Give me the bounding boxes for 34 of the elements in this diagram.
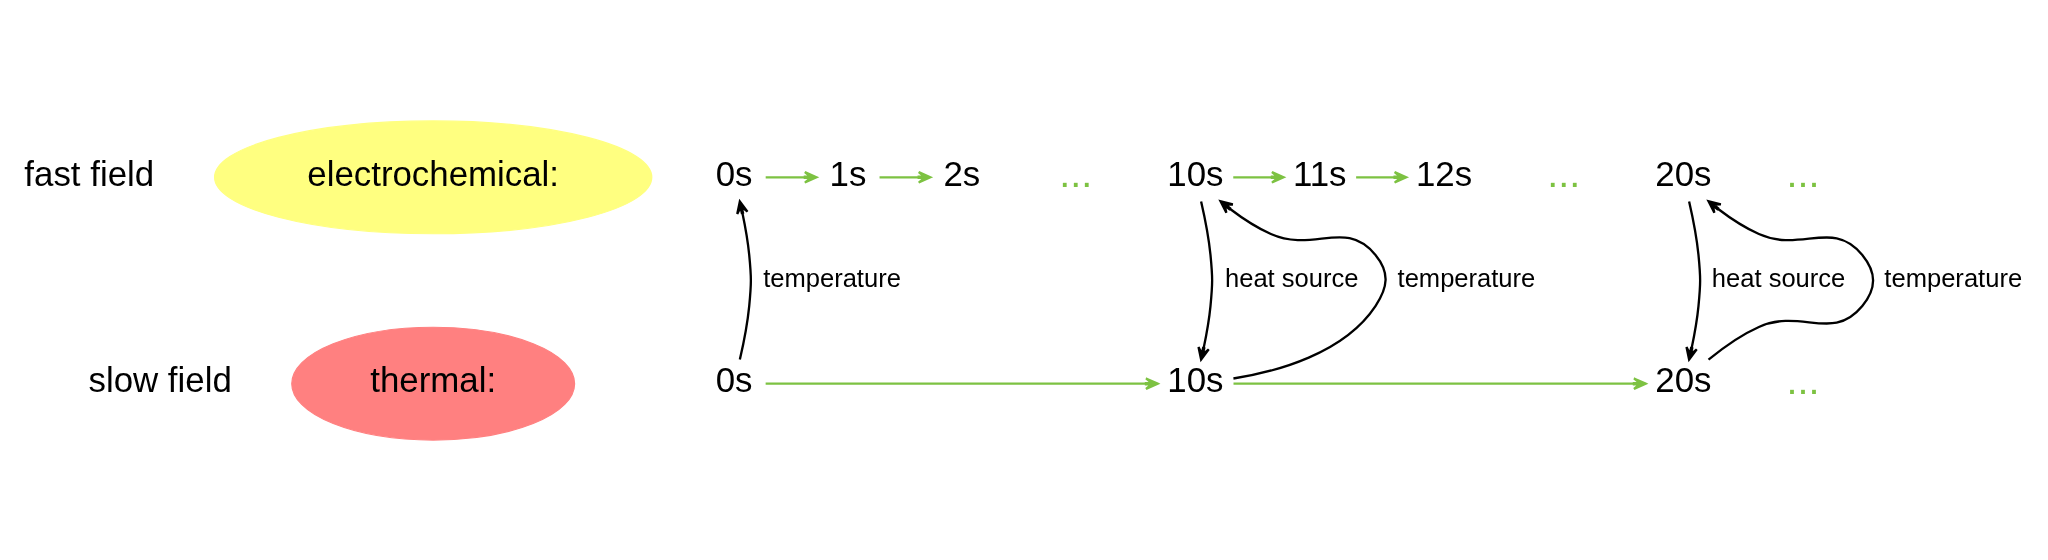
arrow xyxy=(879,170,932,184)
arrow xyxy=(1197,200,1214,361)
arrow xyxy=(765,170,818,184)
edge-label: temperature xyxy=(763,263,901,292)
node-text: 10s xyxy=(1167,359,1224,399)
arrow xyxy=(1356,170,1408,184)
node-text: 10s xyxy=(1167,153,1224,193)
node-ellipse: electrochemical: xyxy=(213,119,653,234)
arrow xyxy=(1685,200,1702,361)
label: ... xyxy=(1786,150,1820,195)
node-text: 11s xyxy=(1292,153,1347,193)
label: ... xyxy=(1059,150,1093,195)
node-text: 20s xyxy=(1655,359,1712,399)
edge-label: temperature xyxy=(1397,263,1536,292)
node-text: 20s xyxy=(1655,153,1712,193)
label: ... xyxy=(1547,150,1581,195)
arrow xyxy=(1219,199,1387,380)
edge-label: heat source xyxy=(1711,263,1846,292)
node-text: 1s xyxy=(829,153,867,193)
edge-label: heat source xyxy=(1225,263,1359,292)
node-text: 0s xyxy=(715,359,753,399)
arrow xyxy=(765,376,1159,390)
arrow xyxy=(1233,376,1647,390)
node-label: slow field xyxy=(88,359,232,399)
node-ellipse: thermal: xyxy=(291,326,576,441)
node-text: 12s xyxy=(1415,153,1473,193)
arrow xyxy=(1233,170,1285,184)
node-label: fast field xyxy=(24,153,155,193)
label: ... xyxy=(1786,357,1820,402)
arrow xyxy=(736,199,753,360)
node-text: 2s xyxy=(943,153,981,193)
arrow xyxy=(1707,199,1875,361)
node-text: 0s xyxy=(715,153,753,193)
edge-label: temperature xyxy=(1884,263,2023,292)
